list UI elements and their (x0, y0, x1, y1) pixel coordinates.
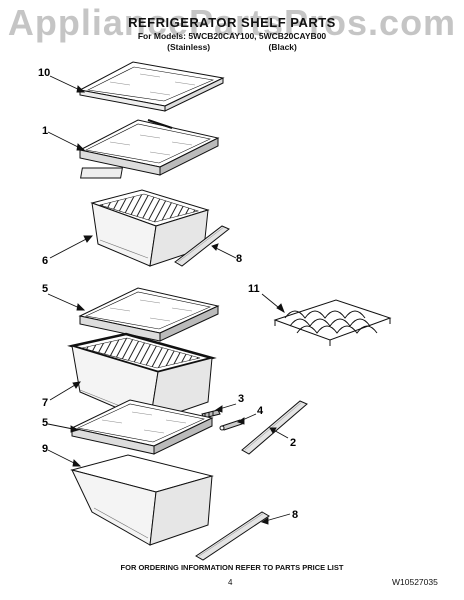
part-9-drawer (70, 454, 214, 546)
ordering-note: FOR ORDERING INFORMATION REFER TO PARTS … (120, 563, 344, 572)
diagram-header: REFRIGERATOR SHELF PARTS For Models: 5WC… (0, 15, 464, 52)
part-10-glass-shelf (78, 61, 225, 112)
part-6-crisper-drawer (90, 189, 210, 267)
callout-8-upper: 8 (236, 253, 242, 265)
callout-8-lower: 8 (292, 509, 298, 521)
callout-5-lower: 5 (42, 417, 48, 429)
part-11-wine-rack (273, 299, 392, 346)
part-8-rail-upper (174, 225, 230, 267)
part-5-shelf-lower (70, 399, 214, 455)
part-3-screw (201, 409, 221, 419)
part-2-rail (241, 400, 308, 455)
page-number: 4 (228, 578, 233, 587)
part-1-framed-shelf (78, 119, 220, 179)
callout-1: 1 (42, 125, 48, 137)
part-5-shelf-upper (78, 287, 220, 342)
callout-5-upper: 5 (42, 283, 48, 295)
callout-10: 10 (38, 67, 50, 79)
diagram-title: REFRIGERATOR SHELF PARTS (128, 15, 336, 30)
callout-7: 7 (42, 397, 48, 409)
callout-9: 9 (42, 443, 48, 455)
leader-lines (47, 75, 291, 525)
model-numbers: For Models: 5WCB20CAY100, 5WCB20CAYB00 (137, 31, 327, 41)
callout-2: 2 (290, 437, 296, 449)
variant-stainless: (Stainless) (167, 42, 211, 52)
callout-4: 4 (257, 405, 264, 417)
part-8-rail-lower (195, 511, 270, 561)
callout-6: 6 (42, 255, 48, 267)
variant-black: (Black) (268, 42, 297, 52)
callout-3: 3 (238, 393, 244, 405)
model-variants: (Stainless) (Black) (0, 42, 464, 52)
part-4-pin (219, 419, 243, 431)
callout-11: 11 (248, 283, 260, 295)
document-number: W10527035 (392, 577, 438, 587)
